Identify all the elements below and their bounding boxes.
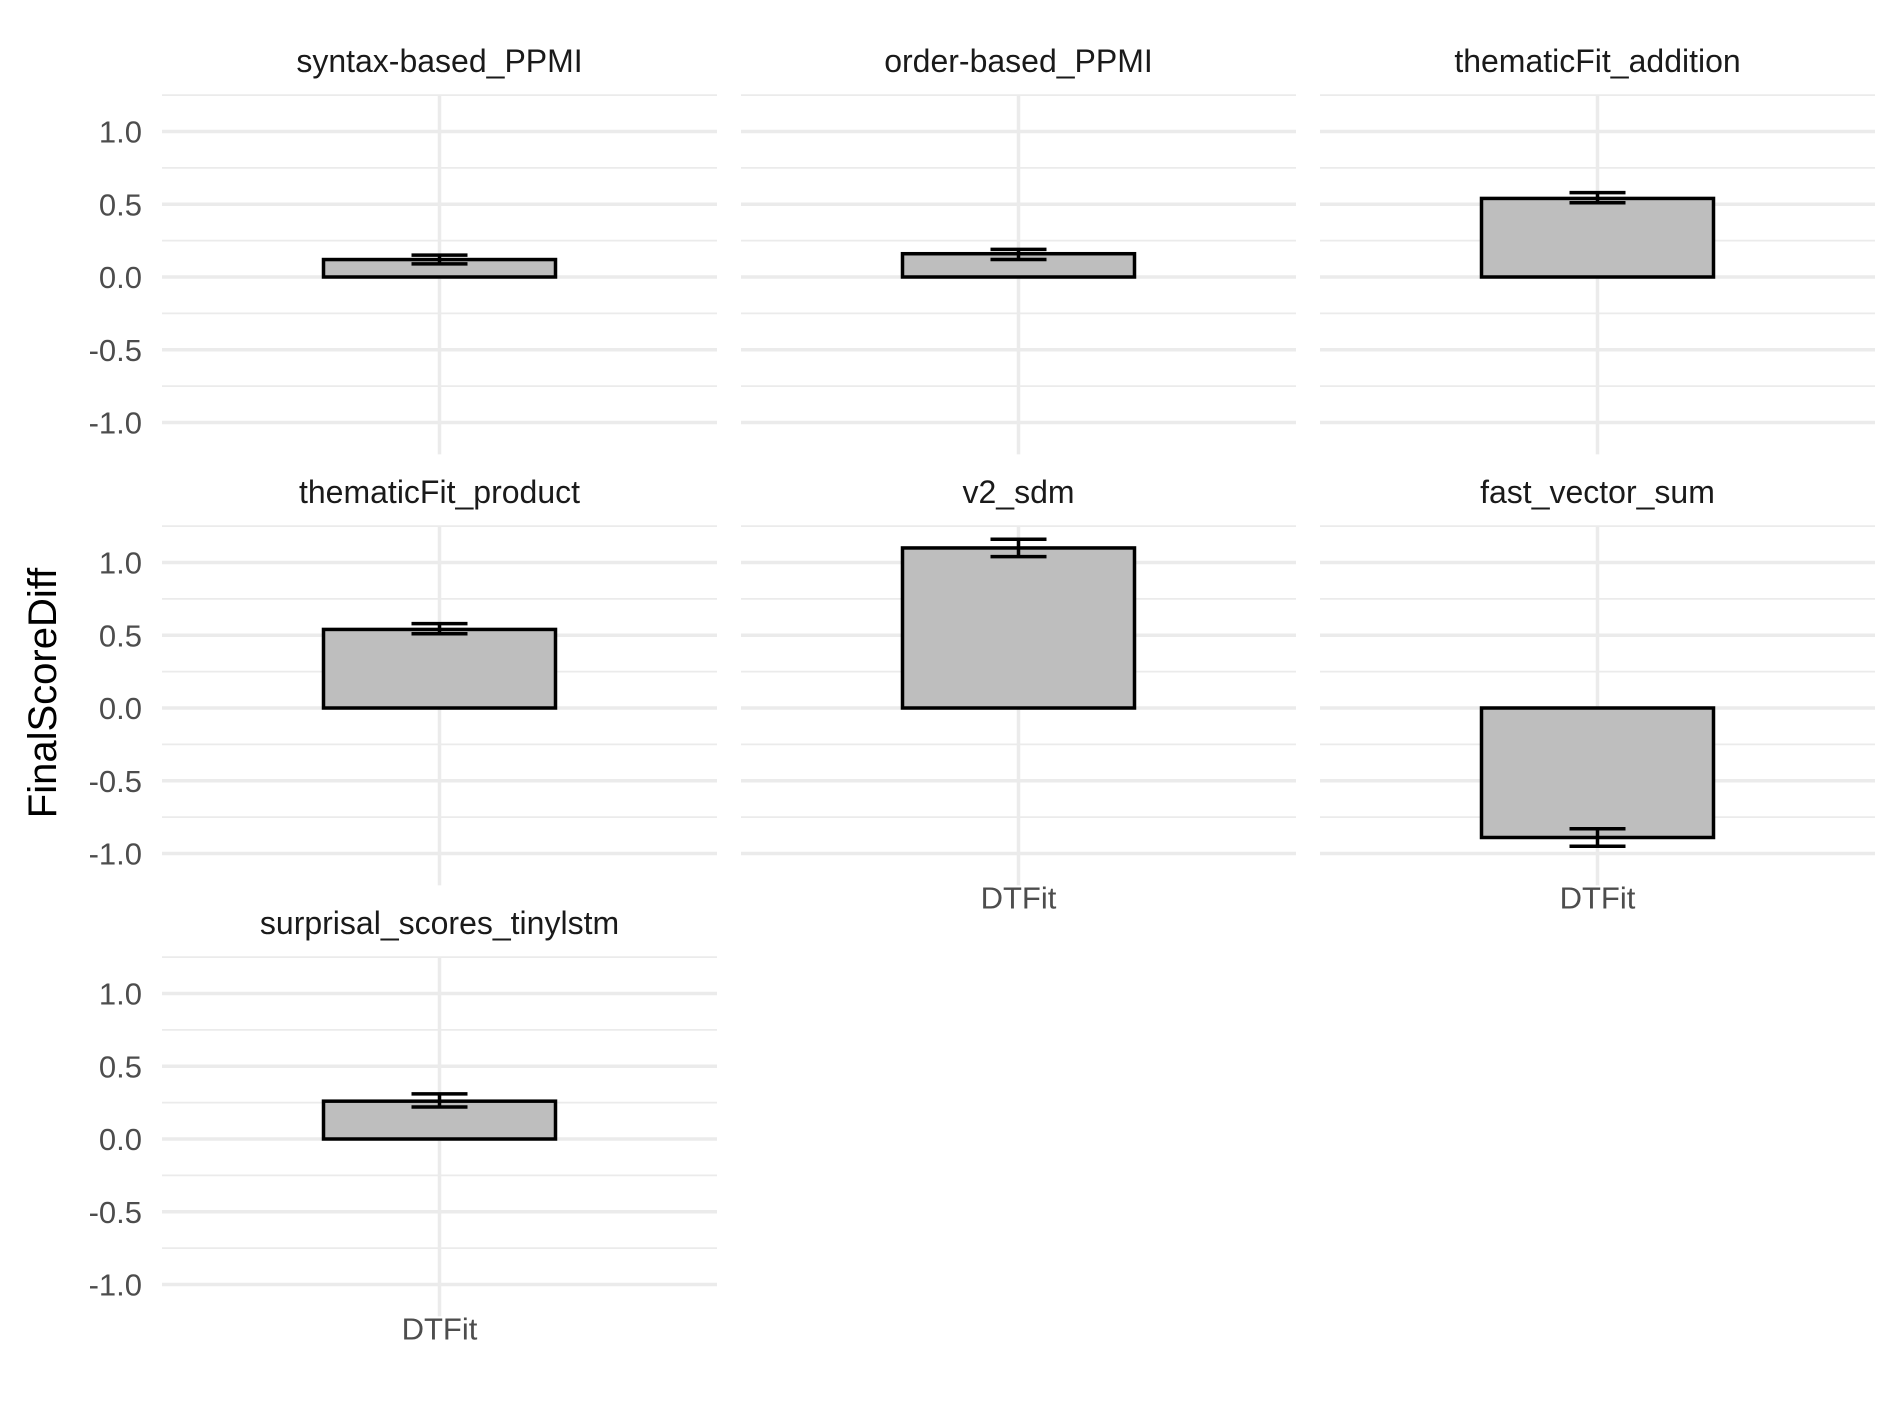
y-tick-label: 0.0 bbox=[99, 260, 142, 295]
y-tick-label: 0.5 bbox=[99, 187, 142, 222]
y-tick-label: -0.5 bbox=[89, 333, 142, 368]
bar-thematicFit_addition bbox=[1479, 196, 1716, 279]
facet-panel: thematicFit_addition bbox=[1320, 43, 1875, 455]
panel-title: fast_vector_sum bbox=[1480, 474, 1715, 510]
panel-title: thematicFit_product bbox=[299, 474, 580, 510]
facet-panel: surprisal_scores_tinylstm 1.0 0.5 0.0 -0.5 -1… bbox=[89, 905, 717, 1347]
panel-title: thematicFit_addition bbox=[1454, 43, 1740, 79]
y-tick-label: 0.5 bbox=[99, 1049, 142, 1084]
x-tick-label: DTFit bbox=[981, 881, 1057, 916]
y-tick-label: 0.0 bbox=[99, 1122, 142, 1157]
x-tick-label: DTFit bbox=[1560, 881, 1636, 916]
y-tick-label: 1.0 bbox=[99, 977, 142, 1012]
panel-title: v2_sdm bbox=[962, 474, 1074, 510]
y-tick-label: -1.0 bbox=[89, 837, 142, 872]
y-tick-label: 1.0 bbox=[99, 546, 142, 581]
panel-title: surprisal_scores_tinylstm bbox=[260, 905, 619, 941]
y-tick-label: 1.0 bbox=[99, 115, 142, 150]
bar-thematicFit_product bbox=[321, 627, 558, 710]
bar-v2_sdm bbox=[900, 546, 1137, 710]
bar-fast_vector_sum bbox=[1479, 706, 1716, 840]
y-axis-label: FinalScoreDiff bbox=[21, 567, 65, 818]
facet-panel: order-based_PPMI bbox=[741, 43, 1296, 455]
facet-panel: thematicFit_product 1.0 0.5 0.0 -0.5 -1.0 bbox=[89, 474, 717, 886]
y-tick-label: -1.0 bbox=[89, 1268, 142, 1303]
y-tick-label: 0.0 bbox=[99, 691, 142, 726]
panel-title: order-based_PPMI bbox=[884, 43, 1153, 79]
y-tick-label: -1.0 bbox=[89, 406, 142, 441]
facet-panels: syntax-based_PPMI 1.0 0.5 0.0 -0.5 -1.0 order-… bbox=[89, 43, 1875, 1347]
y-tick-label: -0.5 bbox=[89, 764, 142, 799]
x-tick-label: DTFit bbox=[402, 1312, 478, 1347]
facet-panel: syntax-based_PPMI 1.0 0.5 0.0 -0.5 -1.0 bbox=[89, 43, 717, 455]
y-tick-label: -0.5 bbox=[89, 1195, 142, 1230]
y-tick-label: 0.5 bbox=[99, 618, 142, 653]
panel-title: syntax-based_PPMI bbox=[296, 43, 582, 79]
